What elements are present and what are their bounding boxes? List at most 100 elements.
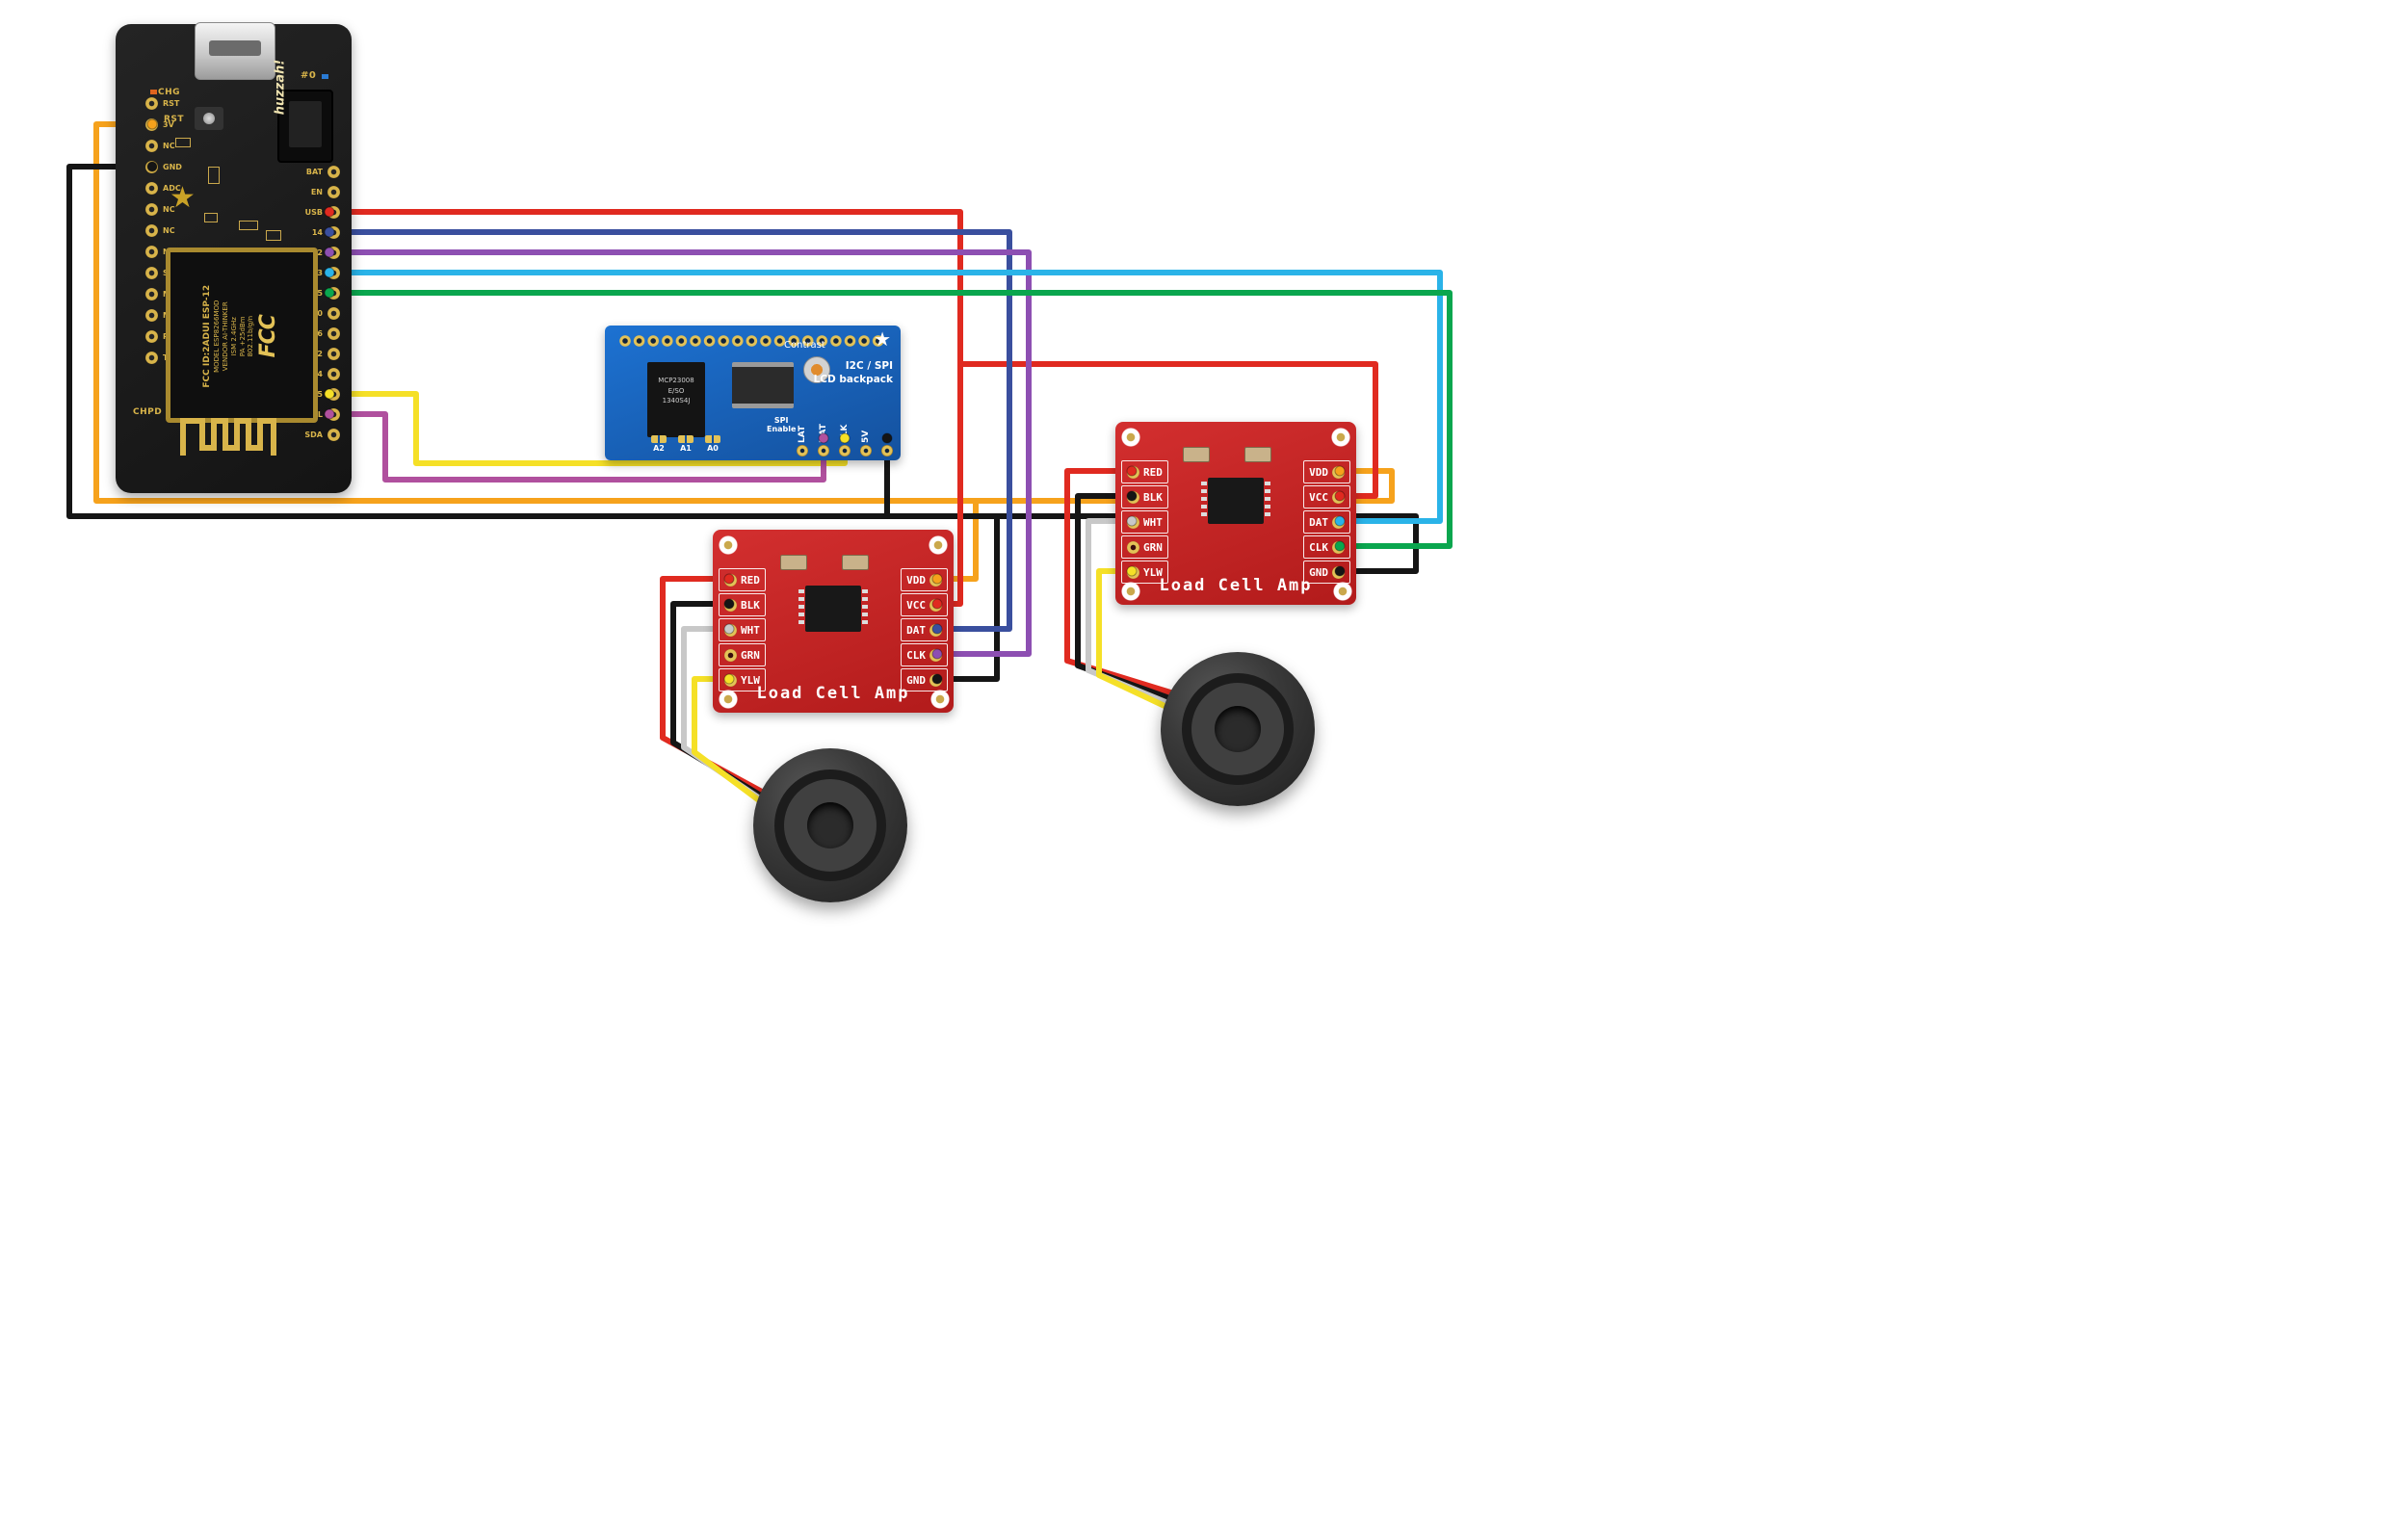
pin-hole (860, 445, 872, 457)
spi-enable-label: SPI Enable (767, 415, 797, 433)
feather-right-pin-2: 2 (296, 347, 340, 360)
esp12-module: FCC ID:2ADUI ESP-12 MODEL ESP8266MOD VEN… (166, 248, 318, 423)
pin-pad (145, 160, 158, 173)
huzzah-label: huzzah! (273, 59, 288, 116)
amp2-pin-dat: DAT (1303, 510, 1350, 534)
amp2-title: Load Cell Amp (1159, 576, 1313, 595)
feather-right-pin-sda: SDA (296, 428, 340, 441)
amp1-pin-dat: DAT (901, 618, 948, 641)
pin-pad (327, 347, 340, 360)
feather-right-pin-0: 0 (296, 306, 340, 320)
load-cell-hub (1215, 706, 1261, 752)
pin-pad (327, 165, 340, 178)
pin-pad (327, 205, 340, 219)
mount-hole (930, 690, 950, 709)
pin-pad (145, 329, 158, 343)
feather-left-pin-gnd: GND (145, 160, 182, 173)
pin-pad (145, 117, 158, 131)
amp2-pin-grn: GRN (1121, 535, 1168, 559)
mount-hole (1121, 428, 1140, 447)
amp1-pin-red: RED (719, 568, 766, 591)
pin-pad (327, 306, 340, 320)
pin-pad (327, 185, 340, 198)
lcd-backpack-board: MCP23008 E/SO 1340S4J Contrast ★ I2C / S… (605, 326, 901, 460)
capacitor (1244, 447, 1271, 462)
jumper-a0: A0 (705, 435, 720, 453)
pin0-label: #0 (301, 70, 317, 81)
feather-left-pin-adc: ADC (145, 181, 181, 195)
amp2-pin-red: RED (1121, 460, 1168, 483)
pin-pad (145, 181, 158, 195)
mcp23008-chip: MCP23008 E/SO 1340S4J (647, 362, 705, 437)
pin-hole (881, 445, 893, 457)
pin-pad (327, 246, 340, 259)
feather-left-pin-nc: NC (145, 223, 175, 237)
feather-right-pin-4: 4 (296, 367, 340, 380)
amp1-pin-wht: WHT (719, 618, 766, 641)
mount-hole (1333, 582, 1352, 601)
rst-label: RST (164, 115, 185, 124)
smd-component (208, 167, 220, 184)
pin-pad (145, 202, 158, 216)
jumper-a1: A1 (678, 435, 694, 453)
pin-pad (327, 367, 340, 380)
feather-left-pin-nc: NC (145, 202, 175, 216)
amp2-pin-wht: WHT (1121, 510, 1168, 534)
soic-chip (732, 362, 794, 408)
reset-button (195, 107, 223, 130)
smd-component (266, 230, 281, 241)
load-cell-amp-2: RED BLK WHT GRN YLW VDD VCC DAT CLK GND … (1115, 422, 1356, 605)
load-cell-hub (807, 802, 853, 848)
pin-pad (327, 428, 340, 441)
mount-hole (1121, 582, 1140, 601)
load-cell-1 (753, 748, 907, 902)
pin-pad (327, 387, 340, 401)
hx711-chip (798, 586, 868, 632)
pin-hole (839, 445, 851, 457)
feather-esp8266-board: CHG RST huzzah! #0 ★ RST 3V NC GND ADC N… (116, 22, 352, 493)
charge-led (150, 90, 157, 94)
esp12-silkscreen: FCC ID:2ADUI ESP-12 MODEL ESP8266MOD VEN… (202, 254, 282, 418)
amp2-pin-clk: CLK (1303, 535, 1350, 559)
smd-component (204, 213, 218, 222)
wifi-antenna (175, 409, 281, 466)
pin-pad (327, 326, 340, 340)
backpack-pin-5v: 5V (858, 410, 874, 457)
contrast-trimpot (803, 356, 830, 383)
amp1-pin-vdd: VDD (901, 568, 948, 591)
pin-pad (145, 287, 158, 300)
amp2-pin-vcc: VCC (1303, 485, 1350, 509)
feather-right-pin-usb: USB (296, 205, 340, 219)
hx711-chip (1201, 478, 1270, 524)
fcc-logo: FCC (255, 315, 280, 358)
pin-hole (818, 445, 829, 457)
capacitor (780, 555, 807, 570)
adafruit-star-icon: ★ (874, 327, 891, 351)
amp2-pin-vdd: VDD (1303, 460, 1350, 483)
mount-hole (719, 535, 738, 555)
amp1-pin-grn: GRN (719, 643, 766, 666)
pin-pad (145, 139, 158, 152)
feather-left-pin-rst: RST (145, 96, 179, 110)
backpack-title: I2C / SPI LCD backpack (813, 360, 893, 385)
jumper-a2: A2 (651, 435, 667, 453)
backpack-pin-dat: DAT (816, 410, 831, 457)
mount-hole (929, 535, 948, 555)
feather-right-pin-en: EN (296, 185, 340, 198)
pin-pad (327, 266, 340, 279)
amp1-pin-vcc: VCC (901, 593, 948, 616)
pin-pad (327, 407, 340, 421)
feather-right-pin-bat: BAT (296, 165, 340, 178)
capacitor (842, 555, 869, 570)
capacitor (1183, 447, 1210, 462)
amp2-pin-blk: BLK (1121, 485, 1168, 509)
mount-hole (1331, 428, 1350, 447)
pin-pad (145, 245, 158, 258)
backpack-pin-lat: LAT (795, 410, 810, 457)
pin-pad (327, 225, 340, 239)
header-holes-row (618, 333, 886, 349)
backpack-pin-clk: CLK (837, 410, 852, 457)
pin-pad (145, 308, 158, 322)
feather-left-pin-3v: 3V (145, 117, 174, 131)
